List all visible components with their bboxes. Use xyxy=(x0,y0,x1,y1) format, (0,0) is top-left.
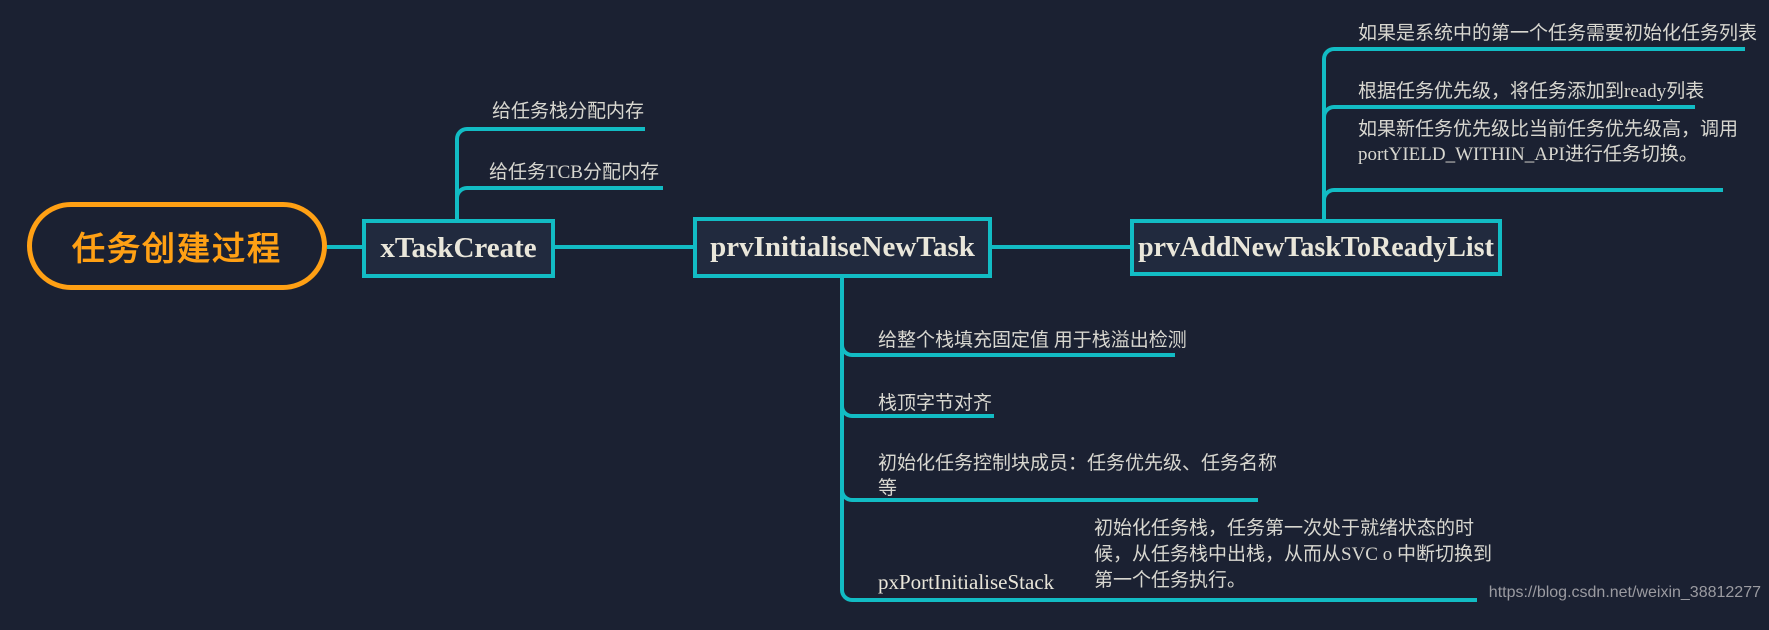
node-pxportinitialisestack-label[interactable]: pxPortInitialiseStack xyxy=(878,570,1055,594)
branch-line-pxport xyxy=(840,278,1477,602)
node-xtaskcreate[interactable]: xTaskCreate xyxy=(362,219,555,278)
branch-label-align-top[interactable]: 栈顶字节对齐 xyxy=(878,393,993,414)
node-prvaddnewtasktoreadylist[interactable]: prvAddNewTaskToReadyList xyxy=(1130,219,1502,276)
watermark-url: https://blog.csdn.net/weixin_38812277 xyxy=(1488,584,1761,601)
node-prvinitialisenewtask-label: prvInitialiseNewTask xyxy=(710,231,975,263)
branch-line-align-top xyxy=(840,402,994,418)
branch-line-first-task xyxy=(1322,47,1745,219)
root-node[interactable]: 任务创建过程 xyxy=(27,202,327,290)
connector-xtaskcreate-to-init xyxy=(555,245,693,249)
branch-line-alloc-tcb xyxy=(455,186,663,202)
node-xtaskcreate-label: xTaskCreate xyxy=(380,232,537,264)
connector-init-to-ready xyxy=(992,245,1130,249)
connector-root-to-xtaskcreate xyxy=(327,245,363,249)
branch-label-init-tcb-members[interactable]: 初始化任务控制块成员：任务优先级、任务名称 等 xyxy=(878,453,1278,499)
root-node-label: 任务创建过程 xyxy=(72,230,282,267)
branch-label-fill-stack[interactable]: 给整个栈填充固定值 用于栈溢出检测 xyxy=(878,330,1187,351)
branch-label-add-ready[interactable]: 根据任务优先级，将任务添加到ready列表 xyxy=(1358,81,1705,102)
branch-line-yield-switch xyxy=(1322,188,1723,204)
branch-label-alloc-tcb[interactable]: 给任务TCB分配内存 xyxy=(489,162,659,183)
branch-label-alloc-stack[interactable]: 给任务栈分配内存 xyxy=(492,101,645,122)
branch-line-add-ready xyxy=(1322,105,1695,121)
branch-line-alloc-stack xyxy=(455,127,645,219)
branch-label-first-task[interactable]: 如果是系统中的第一个任务需要初始化任务列表 xyxy=(1358,23,1758,44)
node-prvinitialisenewtask[interactable]: prvInitialiseNewTask xyxy=(693,217,992,278)
branch-label-yield-switch[interactable]: 如果新任务优先级比当前任务优先级高，调用 portYIELD_WITHIN_AP… xyxy=(1358,119,1739,165)
branch-line-fill-stack xyxy=(840,341,1175,357)
node-prvaddnewtasktoreadylist-label: prvAddNewTaskToReadyList xyxy=(1138,231,1494,263)
branch-line-init-tcb-members xyxy=(840,486,1258,502)
branch-note-pxport[interactable]: 初始化任务栈，任务第一次处于就绪状态的时 候，从任务栈中出栈，从而从SVC o … xyxy=(1094,518,1492,591)
